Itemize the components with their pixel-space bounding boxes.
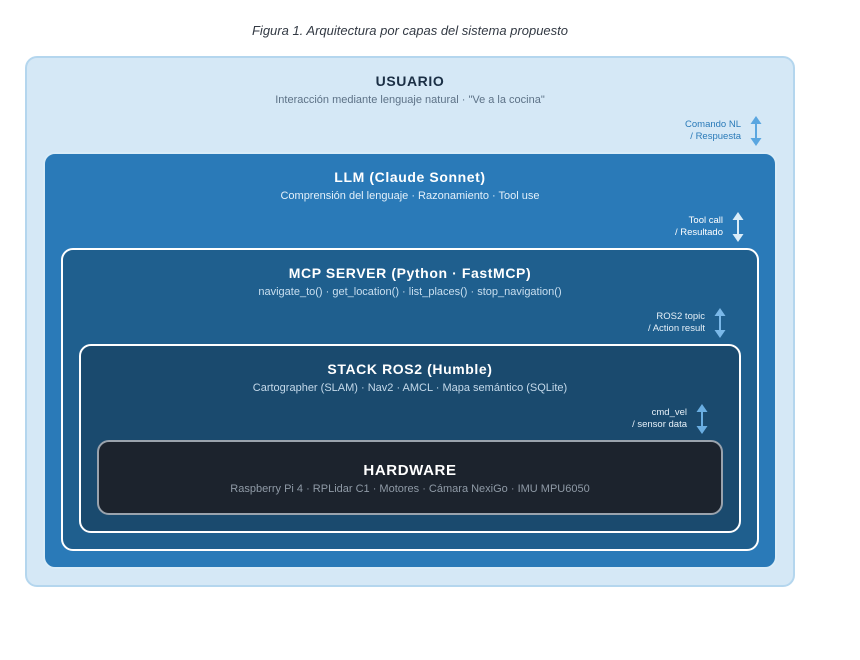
connector-label-line2: / Respuesta [690, 131, 741, 142]
connector-label: cmd_vel / sensor data [632, 407, 687, 431]
connector-label: ROS2 topic / Action result [648, 311, 705, 335]
layer-llm-subtitle: Comprensión del lenguaje · Razonamiento … [280, 190, 540, 202]
connector-label-line2: / sensor data [632, 419, 687, 430]
layer-mcp-server: MCP SERVER (Python · FastMCP) navigate_t… [61, 248, 759, 551]
layer-ros2-subtitle: Cartographer (SLAM) · Nav2 · AMCL · Mapa… [252, 382, 568, 394]
double-arrow-icon [696, 404, 708, 434]
double-arrow-icon [732, 212, 744, 242]
layer-mcp-title: MCP SERVER (Python · FastMCP) [288, 265, 532, 281]
connector-label-line1: cmd_vel [651, 407, 687, 418]
connector-label-line1: ROS2 topic [656, 311, 705, 322]
layer-usuario-title: USUARIO [375, 73, 445, 89]
connector-ros2-hardware: cmd_vel / sensor data [632, 404, 709, 434]
layer-llm: LLM (Claude Sonnet) Comprensión del leng… [43, 152, 777, 569]
layer-stack-ros2: STACK ROS2 (Humble) Cartographer (SLAM) … [79, 344, 741, 533]
connector-label-line1: Comando NL [685, 119, 741, 130]
layer-llm-title: LLM (Claude Sonnet) [334, 169, 486, 185]
layer-usuario-subtitle: Interacción mediante lenguaje natural · … [275, 94, 545, 106]
connector-label-line1: Tool call [688, 215, 723, 226]
layer-usuario: USUARIO Interacción mediante lenguaje na… [25, 56, 795, 587]
layer-mcp-subtitle: navigate_to() · get_location() · list_pl… [258, 286, 562, 298]
connector-label: Tool call / Resultado [675, 215, 723, 239]
layer-hardware-subtitle: Raspberry Pi 4 · RPLidar C1 · Motores · … [230, 483, 590, 495]
layer-ros2-title: STACK ROS2 (Humble) [327, 361, 493, 377]
figure-caption: Figura 1. Arquitectura por capas del sis… [251, 23, 569, 38]
connector-llm-mcp: Tool call / Resultado [675, 212, 745, 242]
double-arrow-icon [750, 116, 762, 146]
connector-label-line2: / Action result [647, 323, 705, 334]
connector-label-line2: / Resultado [674, 227, 723, 238]
layer-hardware-title: HARDWARE [363, 462, 457, 479]
connector-usuario-llm: Comando NL / Respuesta [685, 116, 763, 146]
connector-label: Comando NL / Respuesta [685, 119, 741, 143]
double-arrow-icon [714, 308, 726, 338]
layer-hardware: HARDWARE Raspberry Pi 4 · RPLidar C1 · M… [97, 440, 723, 515]
connector-mcp-ros2: ROS2 topic / Action result [648, 308, 727, 338]
